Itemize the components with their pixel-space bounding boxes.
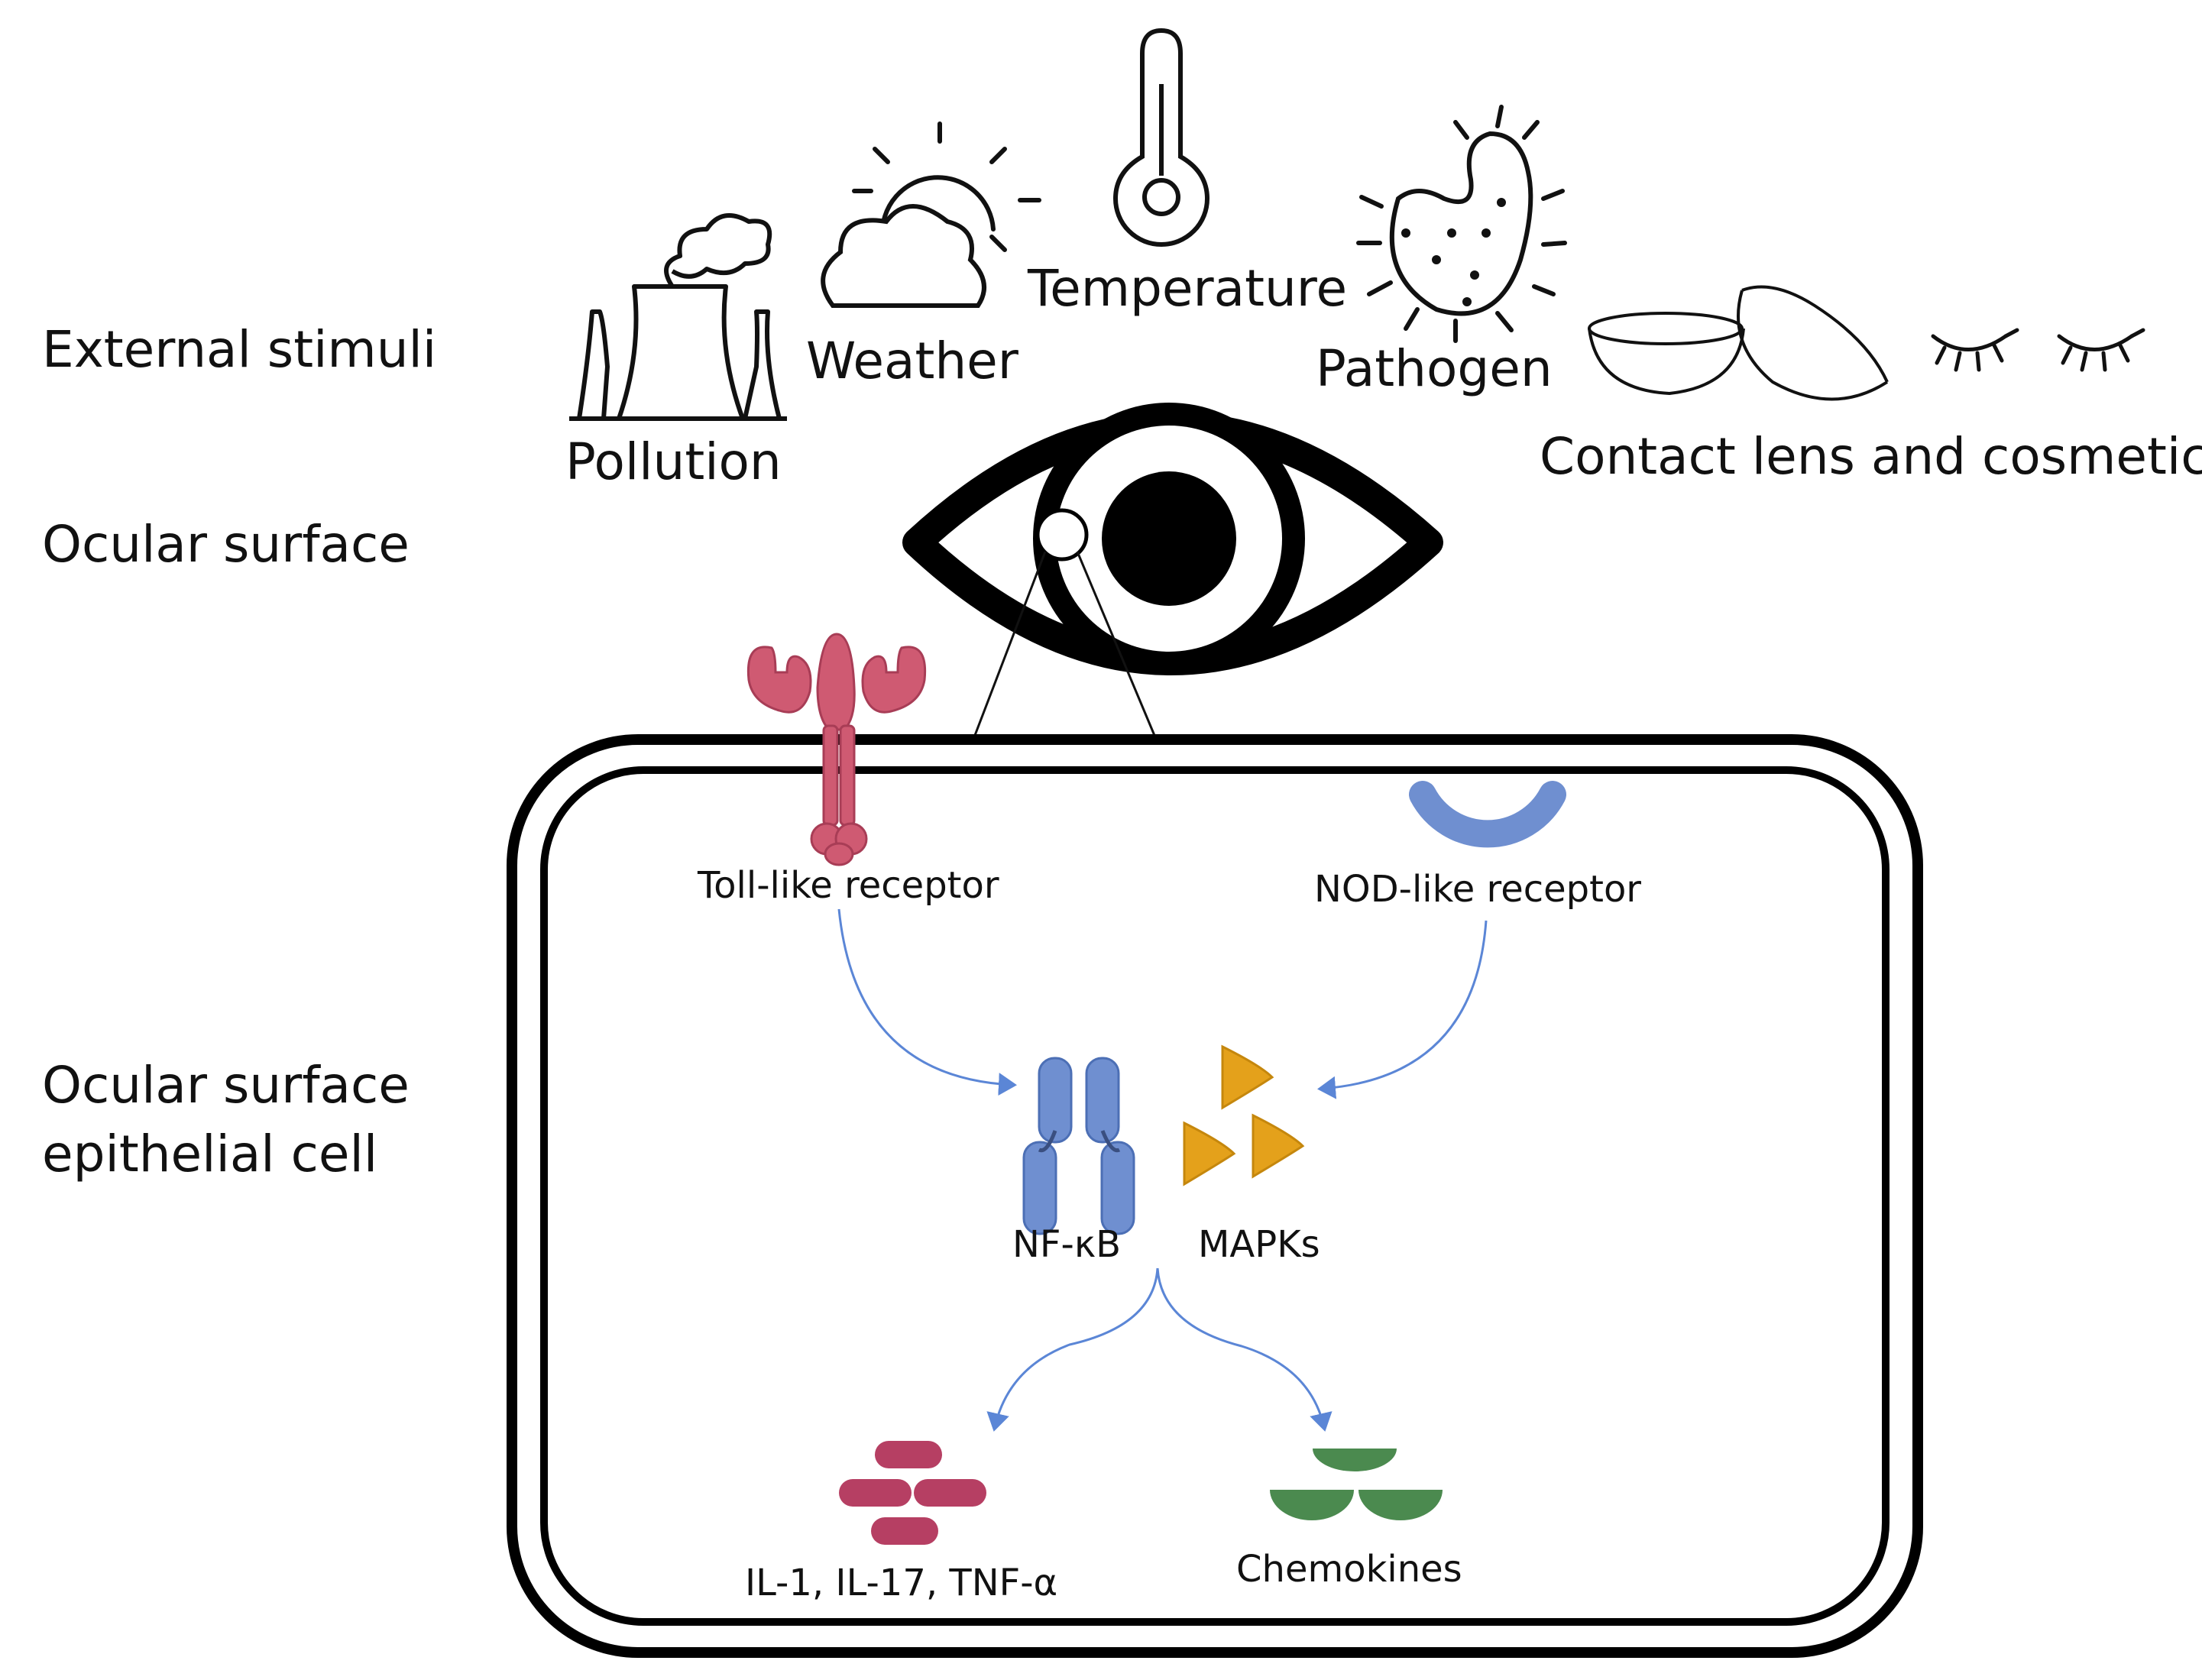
- row-label-external-stimuli: External stimuli: [42, 320, 437, 379]
- arrow-nlr-to-mapks: [1317, 920, 1488, 1099]
- toll-like-receptor-icon: [746, 633, 927, 866]
- cell-membrane-outer: [507, 734, 1923, 1658]
- zoom-line-right: [1076, 551, 1157, 738]
- contact-lens-icon: [1588, 285, 1889, 401]
- zoom-line-left: [973, 551, 1047, 738]
- label-toll-like-receptor: Toll-like receptor: [698, 864, 999, 907]
- row-label-ocular-surface: Ocular surface: [42, 515, 410, 574]
- label-mapks: MAPKs: [1198, 1223, 1320, 1266]
- eyelash-icon: [1931, 328, 2145, 372]
- stimulus-label-contact-lens: Contact lens and cosmetics: [1540, 427, 2202, 486]
- cell-membrane-inner: [540, 766, 1890, 1626]
- arrow-tlr-to-nfkb: [837, 908, 1017, 1096]
- chemokines-icon: [1270, 1449, 1443, 1520]
- stimulus-label-weather: Weather: [806, 332, 1018, 390]
- row-label-epithelial-line1: Ocular surface: [42, 1056, 410, 1115]
- thermometer-icon: [1112, 28, 1210, 247]
- weather-icon: [821, 121, 1041, 308]
- eye-icon: [902, 403, 1443, 675]
- cytokines-icon: [839, 1441, 986, 1545]
- label-nfkb: NF-κB: [1012, 1223, 1122, 1266]
- nod-like-receptor-icon: [1409, 781, 1566, 848]
- stimulus-label-pollution: Pollution: [565, 432, 782, 491]
- label-cytokines: IL-1, IL-17, TNF-α: [745, 1562, 1058, 1604]
- nfkb-icon: [1022, 1057, 1135, 1235]
- label-nod-like-receptor: NOD-like receptor: [1314, 868, 1642, 911]
- factory-icon: [569, 213, 787, 421]
- arrow-to-cytokines: [986, 1267, 1159, 1432]
- bacterium-icon: [1356, 105, 1567, 343]
- mapks-icon: [1183, 1044, 1305, 1186]
- stimulus-label-pathogen: Pathogen: [1316, 339, 1553, 398]
- stimulus-label-temperature: Temperature: [1028, 259, 1348, 318]
- row-label-epithelial-line2: epithelial cell: [42, 1125, 378, 1183]
- label-chemokines: Chemokines: [1236, 1548, 1462, 1591]
- arrow-to-chemokines: [1156, 1267, 1333, 1432]
